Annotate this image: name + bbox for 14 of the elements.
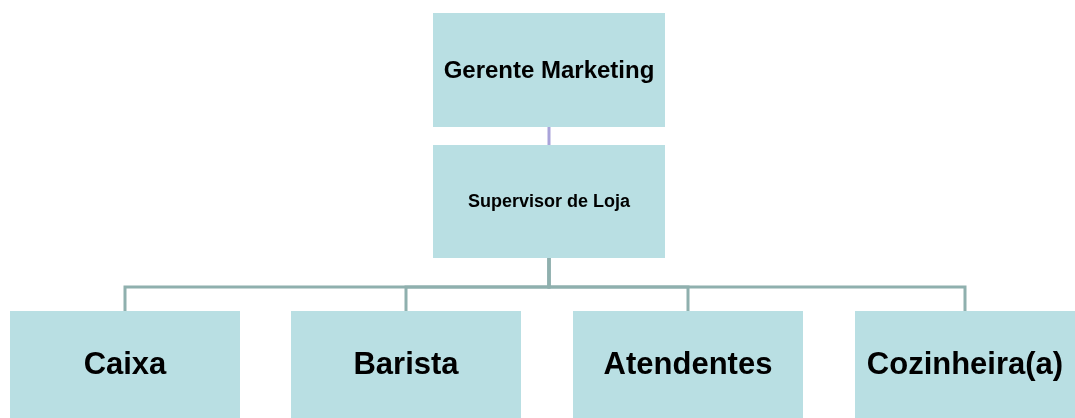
org-box — [433, 13, 665, 127]
box-label: Gerente Marketing — [442, 55, 656, 85]
connector-line — [547, 127, 551, 145]
box-label: Supervisor de Loja — [466, 190, 631, 213]
box-label: Barista — [352, 345, 460, 384]
connector-line — [547, 258, 967, 311]
org-box — [573, 311, 803, 418]
org-box — [433, 145, 665, 258]
box-label: Caixa — [82, 345, 168, 384]
org-box — [291, 311, 521, 418]
box-label: Atendentes — [602, 345, 774, 384]
box-label: Cozinheira(a) — [865, 345, 1065, 384]
org-box — [855, 311, 1075, 418]
org-box — [10, 311, 240, 418]
